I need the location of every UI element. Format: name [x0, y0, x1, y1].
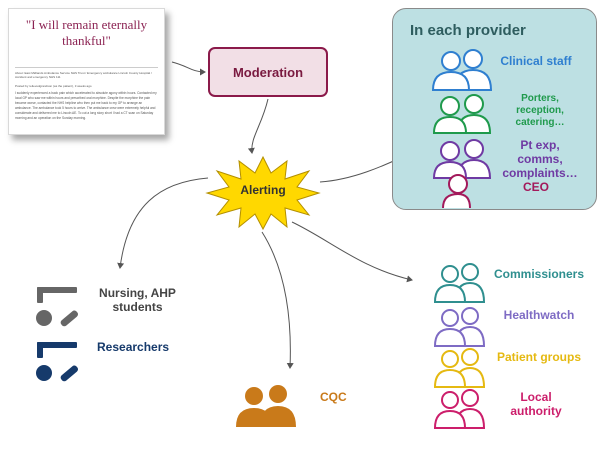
cqc-label: CQC [320, 390, 347, 404]
students-icon [36, 287, 79, 327]
ptexp-label-line2: comms, [517, 152, 563, 166]
researchers-icon [36, 342, 79, 382]
local-authority-label-line2: authority [510, 404, 562, 418]
local-authority-label: Local authority [496, 390, 576, 418]
healthwatch-people-icon [433, 307, 486, 347]
provider-title: In each provider [410, 22, 526, 39]
provider-box [392, 8, 597, 210]
ptexp-label-line1: Pt exp, [520, 138, 560, 152]
local-authority-people-icon [433, 389, 486, 429]
cqc-people-icon [236, 385, 296, 427]
arrow-moderation-to-alerting [247, 98, 269, 154]
porters-label-line3: catering… [515, 117, 565, 128]
clinical-staff-label: Clinical staff [500, 54, 572, 68]
story-tags: About: East Midlands Ambulance Service N… [15, 71, 152, 79]
story-body: I suddenly experienced a back pain which… [15, 91, 157, 120]
moderation-label: Moderation [232, 64, 304, 80]
researchers-label: Researchers [97, 340, 170, 354]
porters-label-line2: reception, [516, 105, 564, 116]
patient-experience-people-icon [432, 139, 492, 179]
healthwatch-label: Healthwatch [503, 308, 575, 322]
ceo-label: CEO [522, 180, 549, 194]
students-label-line2: students [112, 300, 163, 314]
arrow-alerting-to-cqc [261, 231, 294, 369]
porters-people-icon [432, 94, 492, 134]
alerting-star-icon [205, 155, 321, 231]
porters-label-line1: Porters, [521, 93, 559, 104]
commissioners-label: Commissioners [493, 267, 585, 281]
ceo-person-icon [442, 174, 471, 208]
clinical-staff-people-icon [431, 49, 493, 91]
ptexp-label: Pt exp, comms, complaints… [497, 138, 583, 180]
porters-label: Porters, reception, catering… [505, 93, 575, 129]
students-label-line1: Nursing, AHP [99, 286, 176, 300]
commissioners-people-icon [433, 263, 486, 303]
patient-groups-label: Patient groups [496, 350, 581, 364]
alerting-label: Alerting [240, 183, 286, 197]
moderation-box: Moderation [208, 47, 328, 97]
students-label: Nursing, AHP students [90, 286, 185, 314]
arrow-card-to-moderation [171, 61, 206, 76]
patient-story-card: "I will remain eternally thankful" About… [8, 8, 165, 135]
story-quote: "I will remain eternally thankful" [25, 17, 148, 48]
patient-groups-people-icon [433, 348, 486, 388]
arrow-alerting-to-commissioners [291, 221, 413, 283]
story-posted-by: Posted by relievedgrandson (as the patie… [15, 84, 92, 88]
story-divider [15, 67, 158, 68]
ptexp-label-line3: complaints… [502, 166, 578, 180]
arrow-alerting-to-students [117, 177, 209, 269]
local-authority-label-line1: Local [520, 390, 552, 404]
